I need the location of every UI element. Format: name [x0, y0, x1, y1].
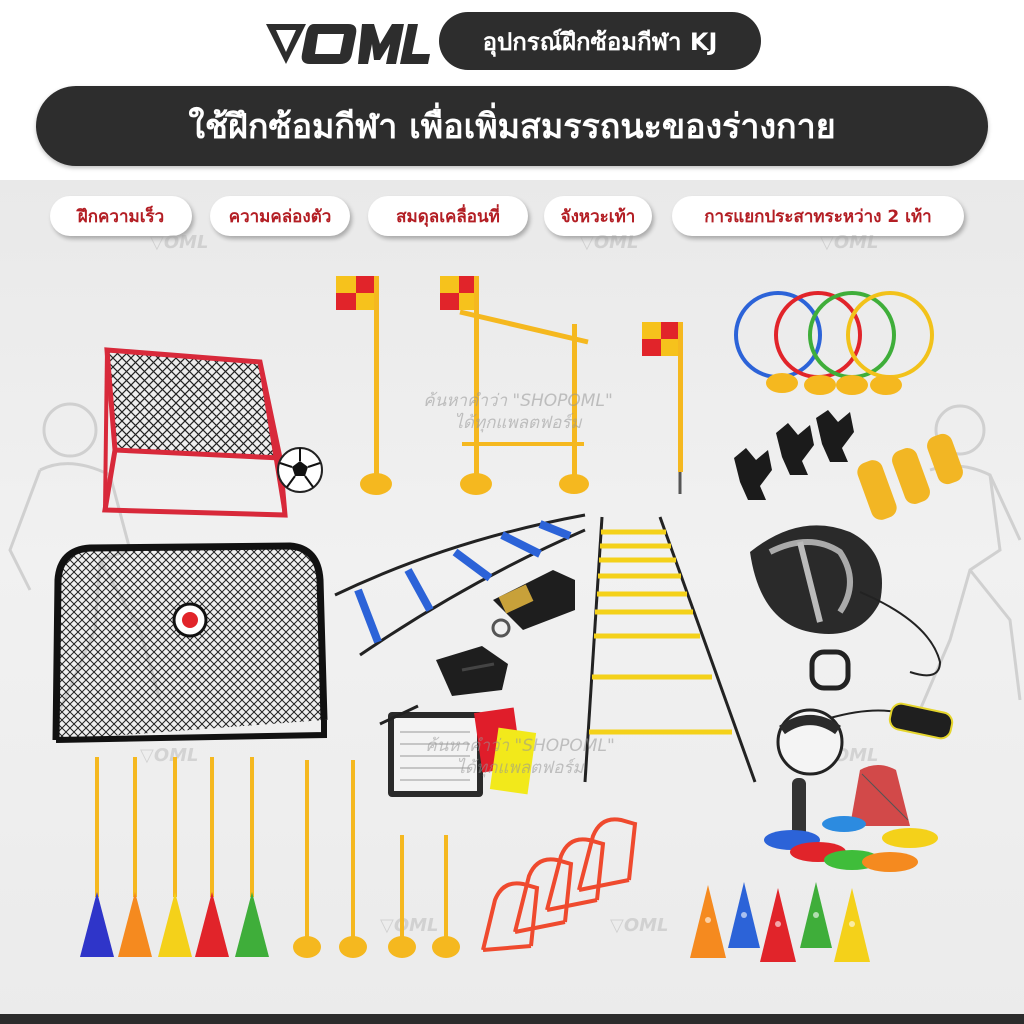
logo-watermark: ▽OML	[610, 915, 669, 936]
logo-watermark: ▽OML	[580, 232, 639, 253]
headline-banner: ใช้ฝึกซ้อมกีฬา เพื่อเพิ่มสมรรถนะของร่างก…	[36, 86, 988, 166]
tag-speed: ฝึกความเร็ว	[50, 196, 192, 236]
logo-watermark: ▽OML	[380, 915, 439, 936]
kick-trainer-icon	[770, 700, 955, 780]
hurdle-poles-icon	[438, 272, 598, 502]
shop-search-watermark: ค้นหาคำว่า "SHOPOML" ได้ทุกแพลตฟอร์ม	[378, 390, 658, 434]
agility-ladder-icon	[330, 510, 590, 670]
watermark-line-1: ค้นหาคำว่า "SHOPOML"	[425, 736, 615, 756]
logo-watermark: ▽OML	[820, 232, 879, 253]
tag-balance: สมดุลเคลื่อนที่	[368, 196, 528, 236]
rebounder-net-icon	[95, 340, 290, 520]
training-cones-icon	[680, 880, 885, 965]
disc-cones-icon	[760, 760, 955, 875]
soccer-ball-icon	[276, 446, 324, 494]
tag-footwork: จังหวะเท้า	[544, 196, 652, 236]
watermark-line-2: ได้ทุกแพลตฟอร์ม	[456, 758, 584, 778]
bottom-bar	[0, 1014, 1024, 1024]
shop-search-watermark: ค้นหาคำว่า "SHOPOML" ได้ทุกแพลตฟอร์ม	[380, 735, 660, 779]
pole-clips-icon	[726, 408, 861, 503]
oml-logo-icon	[262, 14, 432, 72]
benefit-tags: ฝึกความเร็ว ความคล่องตัว สมดุลเคลื่อนที่…	[50, 196, 980, 238]
pop-up-goal-icon	[50, 540, 330, 745]
watermark-line-2: ได้ทุกแพลตฟอร์ม	[454, 413, 582, 433]
slalom-poles-icon	[72, 752, 282, 962]
whistle-icon	[483, 560, 583, 640]
tag-agility: ความคล่องตัว	[210, 196, 350, 236]
whistle-icon	[432, 640, 514, 702]
brand-tagline: อุปกรณ์ฝึกซ้อมกีฬา KJ	[439, 12, 761, 70]
corner-flag-icon	[640, 318, 690, 498]
logo-watermark: ▽OML	[150, 232, 209, 253]
agility-ladder-icon	[580, 512, 765, 792]
corner-flag-icon	[334, 272, 394, 502]
speed-hoops-icon	[730, 285, 940, 400]
tactic-board-icon	[378, 702, 488, 800]
slalom-poles-icon	[290, 755, 465, 965]
watermark-line-1: ค้นหาคำว่า "SHOPOML"	[423, 391, 613, 411]
speed-parachute-icon	[740, 512, 945, 702]
mini-hurdles-icon	[475, 800, 690, 955]
pole-connectors-icon	[850, 430, 970, 525]
referee-cards-icon	[468, 704, 537, 800]
logo-watermark: ▽OML	[140, 745, 199, 766]
tag-foot-coordination: การแยกประสาทระหว่าง 2 เท้า	[672, 196, 964, 236]
